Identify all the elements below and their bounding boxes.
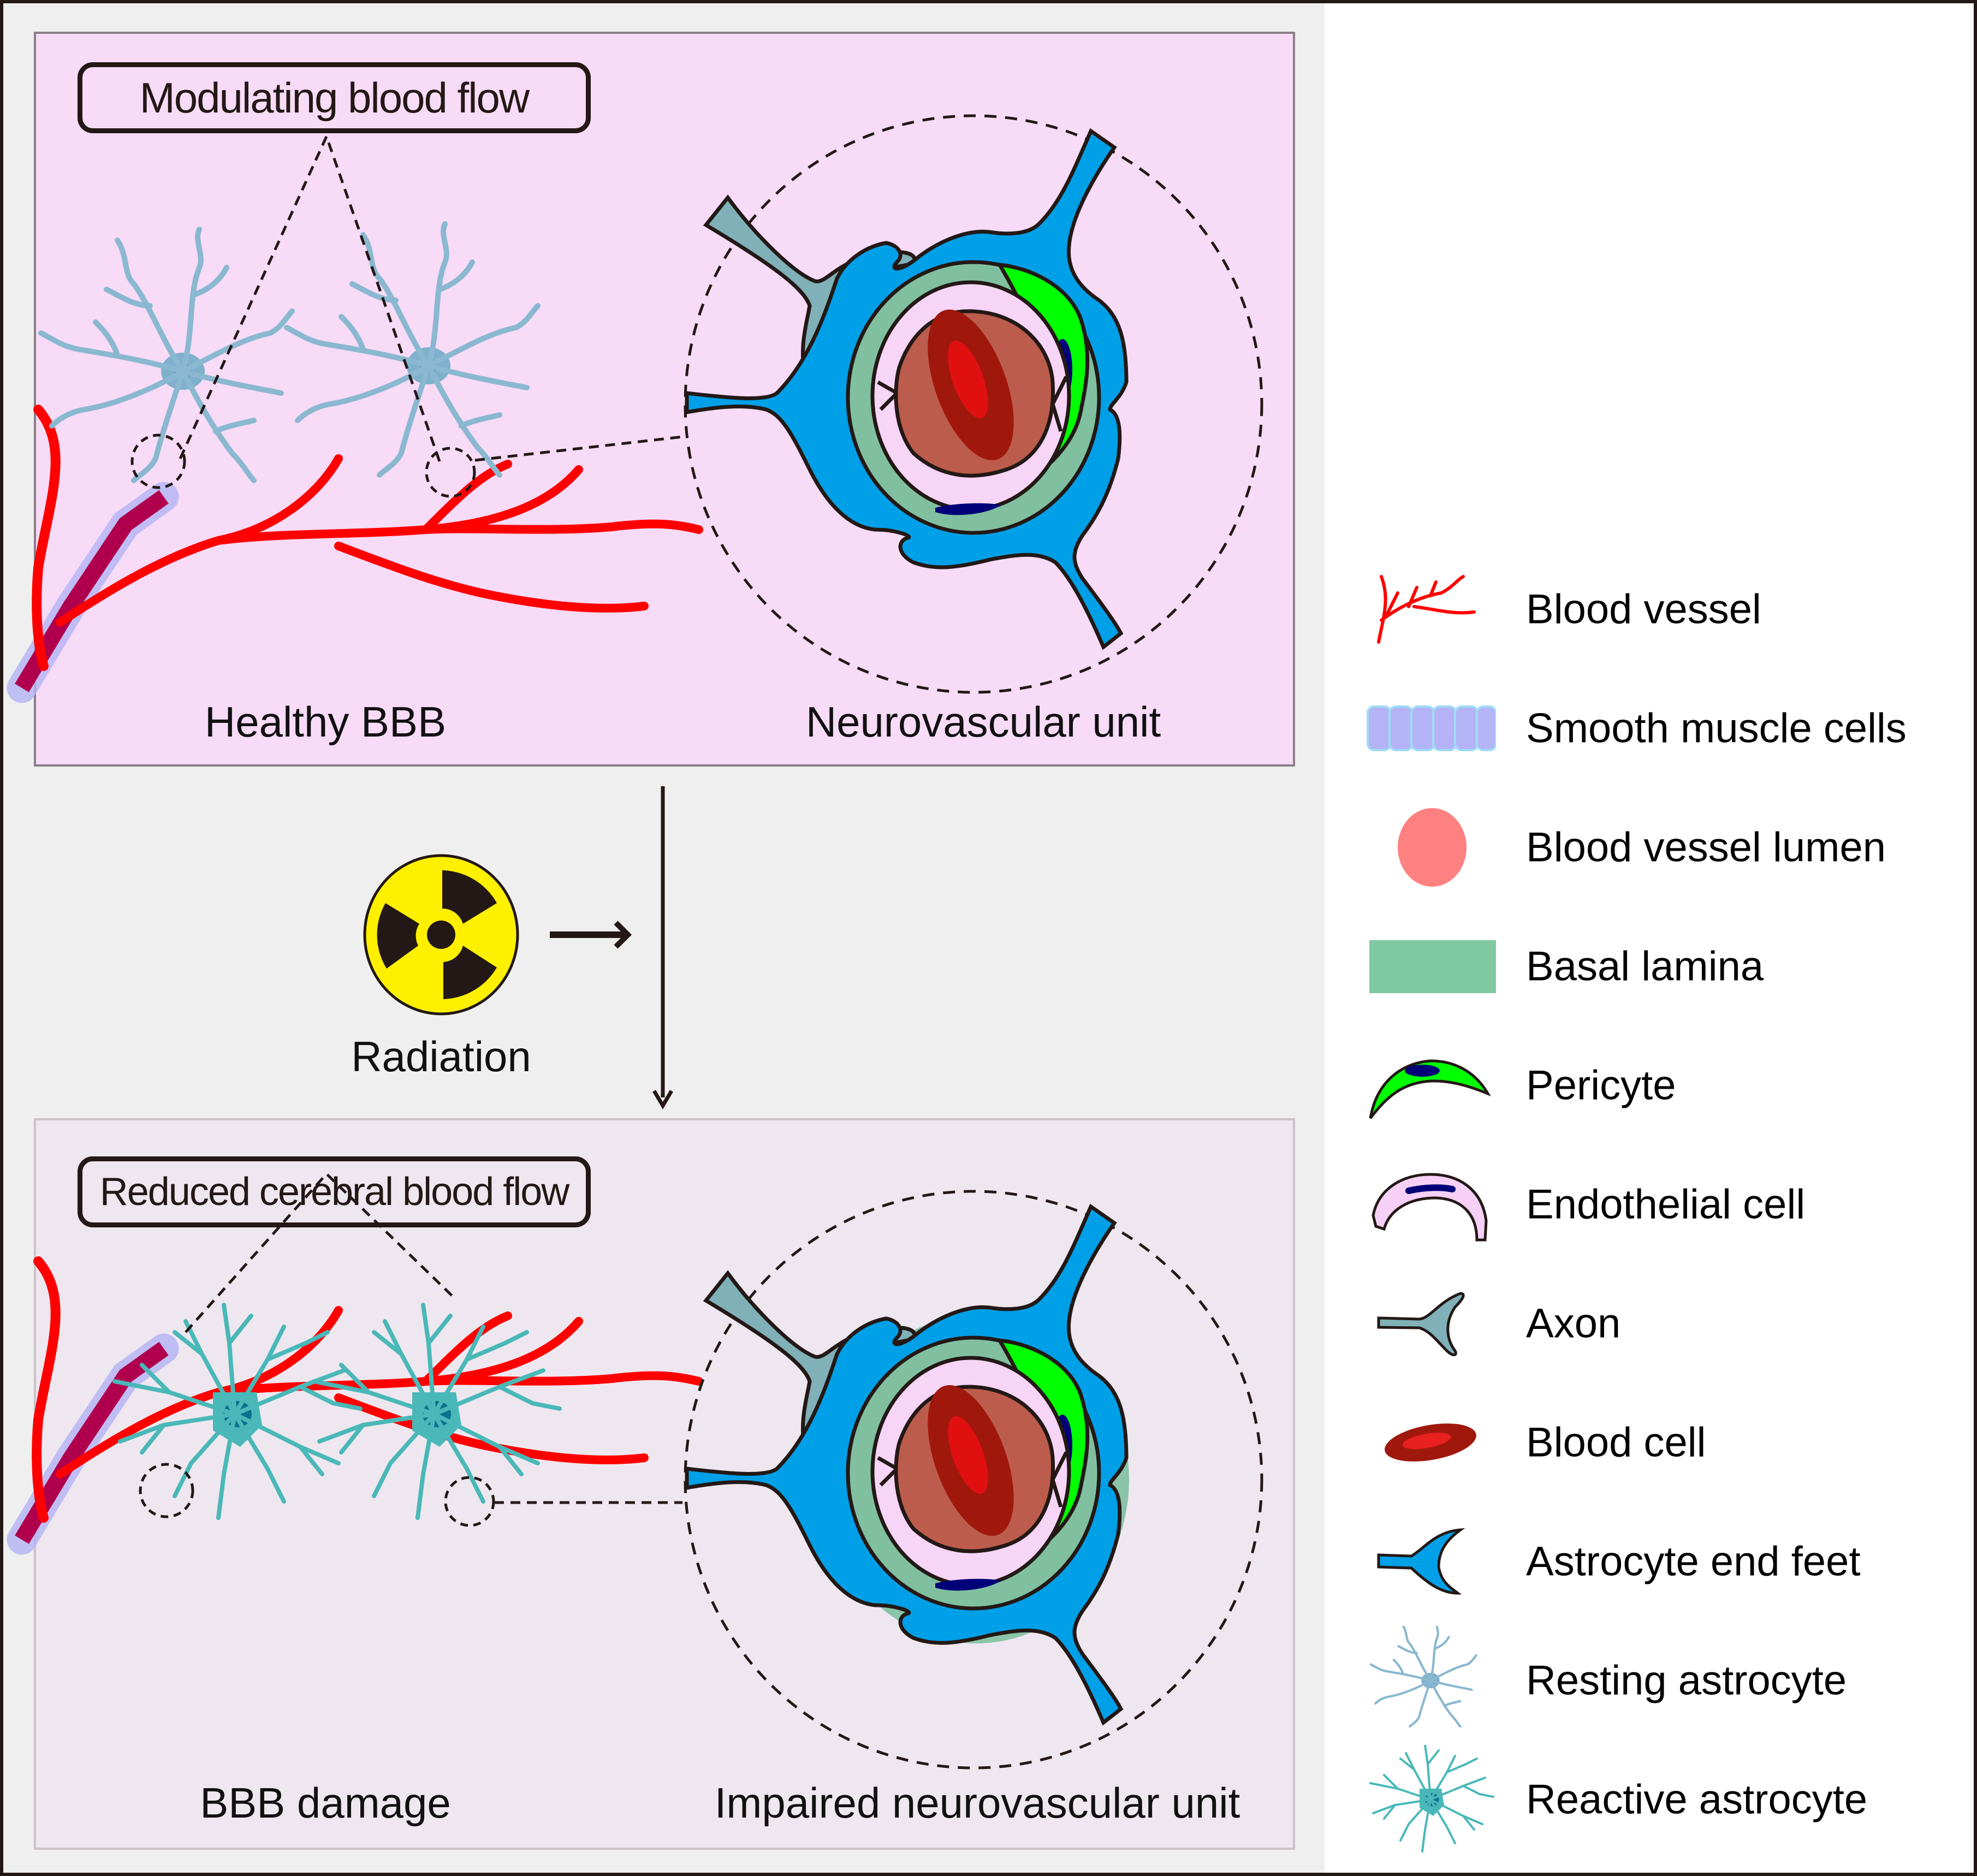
basal-lamina-icon [1369, 940, 1496, 993]
legend-label: Resting astrocyte [1526, 1657, 1847, 1704]
legend-label: Pericyte [1526, 1062, 1676, 1109]
legend-label: Basal lamina [1526, 943, 1764, 990]
resting-astrocyte-1 [41, 229, 292, 480]
radiation-label: Radiation [351, 1032, 531, 1081]
legend-label: Blood vessel [1526, 586, 1761, 633]
blood-vessel-bottom [22, 1261, 699, 1540]
reactive-astrocyte-icon [1369, 1745, 1494, 1853]
legend-label: Blood cell [1526, 1419, 1706, 1466]
legend-item-axon: Axon [1365, 1269, 1966, 1378]
legend-item-basal-lamina: Basal lamina [1365, 912, 1966, 1021]
blood-vessel-top [22, 409, 699, 688]
reduced-cerebral-blood-flow-callout: Reduced cerebral blood flow [78, 1156, 591, 1227]
smooth-muscle-cells-icon [1367, 705, 1496, 751]
reactive-astrocyte-2 [314, 1305, 560, 1518]
blood-vessel-lumen-icon [1398, 808, 1467, 887]
modulating-blood-flow-callout: Modulating blood flow [78, 62, 591, 133]
pericyte-icon [1369, 1059, 1491, 1119]
blood-vessel-icon [1377, 575, 1476, 644]
callout-pointer-lines [185, 1172, 457, 1333]
legend-item-pericyte: Pericyte [1365, 1031, 1966, 1140]
impaired-neurovascular-unit-caption: Impaired neurovascular unit [714, 1779, 1240, 1827]
legend-item-endothelial-cell: Endothelial cell [1365, 1150, 1966, 1259]
impaired-neurovascular-unit-illustration [685, 1191, 1262, 1768]
radiation-hazard-icon [363, 854, 519, 1016]
bbb-damage-illustration [22, 1172, 699, 1540]
axon-icon [1377, 1292, 1465, 1356]
legend-item-smooth-muscle-cells: Smooth muscle cells [1365, 674, 1966, 783]
legend-item-astrocyte-end-feet: Astrocyte end feet [1365, 1507, 1966, 1616]
healthy-bbb-illustration [22, 133, 699, 688]
astrocyte-end-feet-icon [1377, 1528, 1465, 1595]
legend-item-blood-vessel: Blood vessel [1365, 555, 1966, 664]
legend-label: Blood vessel lumen [1526, 824, 1886, 871]
zoom-pointer-top [474, 435, 683, 462]
neurovascular-unit-illustration [685, 116, 1262, 692]
neurovascular-unit-caption: Neurovascular unit [805, 698, 1161, 746]
legend-item-blood-vessel-lumen: Blood vessel lumen [1365, 793, 1966, 902]
legend-label: Axon [1526, 1300, 1621, 1347]
bbb-damage-caption: BBB damage [200, 1779, 451, 1827]
resting-astrocyte-2 [287, 224, 538, 475]
legend-item-reactive-astrocyte: Reactive astrocyte [1365, 1745, 1966, 1854]
legend-label: Reactive astrocyte [1526, 1776, 1868, 1823]
legend-item-blood-cell: Blood cell [1365, 1388, 1966, 1497]
legend-label: Smooth muscle cells [1526, 705, 1907, 752]
legend-item-resting-astrocyte: Resting astrocyte [1365, 1626, 1966, 1735]
resting-astrocyte-icon [1365, 1626, 1496, 1735]
blood-cell-icon [1385, 1423, 1476, 1462]
legend-label: Endothelial cell [1526, 1181, 1806, 1228]
healthy-bbb-caption: Healthy BBB [204, 698, 447, 746]
callout-pointer-lines [179, 133, 441, 462]
legend-label: Astrocyte end feet [1526, 1538, 1861, 1585]
endothelial-cell-icon [1372, 1173, 1488, 1242]
